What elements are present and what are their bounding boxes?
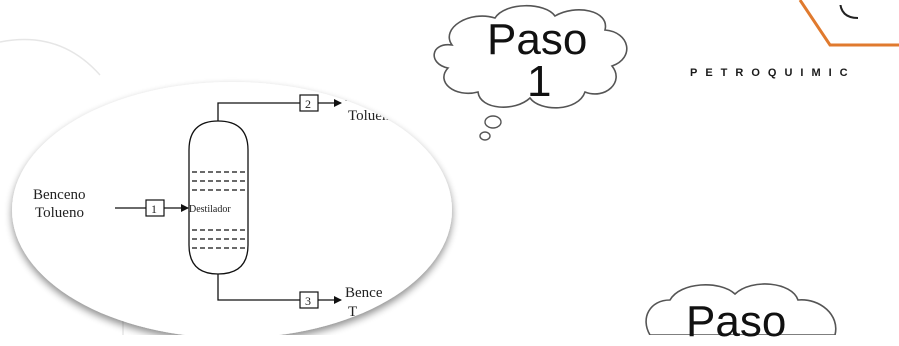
- top-output-tolueno: Tolueno: [348, 108, 397, 124]
- top-output-benceno: Bencen: [345, 89, 390, 105]
- input-label-benceno: Benceno: [33, 187, 85, 203]
- top-stream-line: [217, 102, 300, 121]
- thought-cloud-1: [433, 5, 628, 141]
- cloud-2-title: Paso: [686, 297, 787, 346]
- petroquimica-logo: [798, 0, 899, 47]
- stream-3-label: 3: [305, 294, 311, 308]
- stream-1-label: 1: [151, 202, 157, 216]
- stream-2-label: 2: [305, 97, 311, 111]
- input-label-tolueno: Tolueno: [35, 205, 84, 221]
- cloud-1-step: 1: [527, 57, 552, 106]
- thought-cloud-2: [645, 283, 837, 335]
- bottom-stream-line: [217, 274, 300, 301]
- cloud-1-title: Paso: [487, 15, 588, 64]
- flow-diagram: Benceno Tolueno 1 Destilador 2 3 Bencen …: [33, 89, 397, 320]
- slide-canvas: Benceno Tolueno 1 Destilador 2 3 Bencen …: [0, 0, 899, 335]
- background-arc: [0, 38, 101, 76]
- unit-label-destilador: Destilador: [189, 204, 231, 215]
- column-trays: [192, 171, 246, 249]
- bottom-output-benceno: Bence: [345, 285, 383, 301]
- logo-wordmark: PETROQUIMIC: [690, 67, 856, 79]
- bottom-output-tolueno: T: [348, 304, 357, 320]
- distillation-column: [188, 120, 249, 275]
